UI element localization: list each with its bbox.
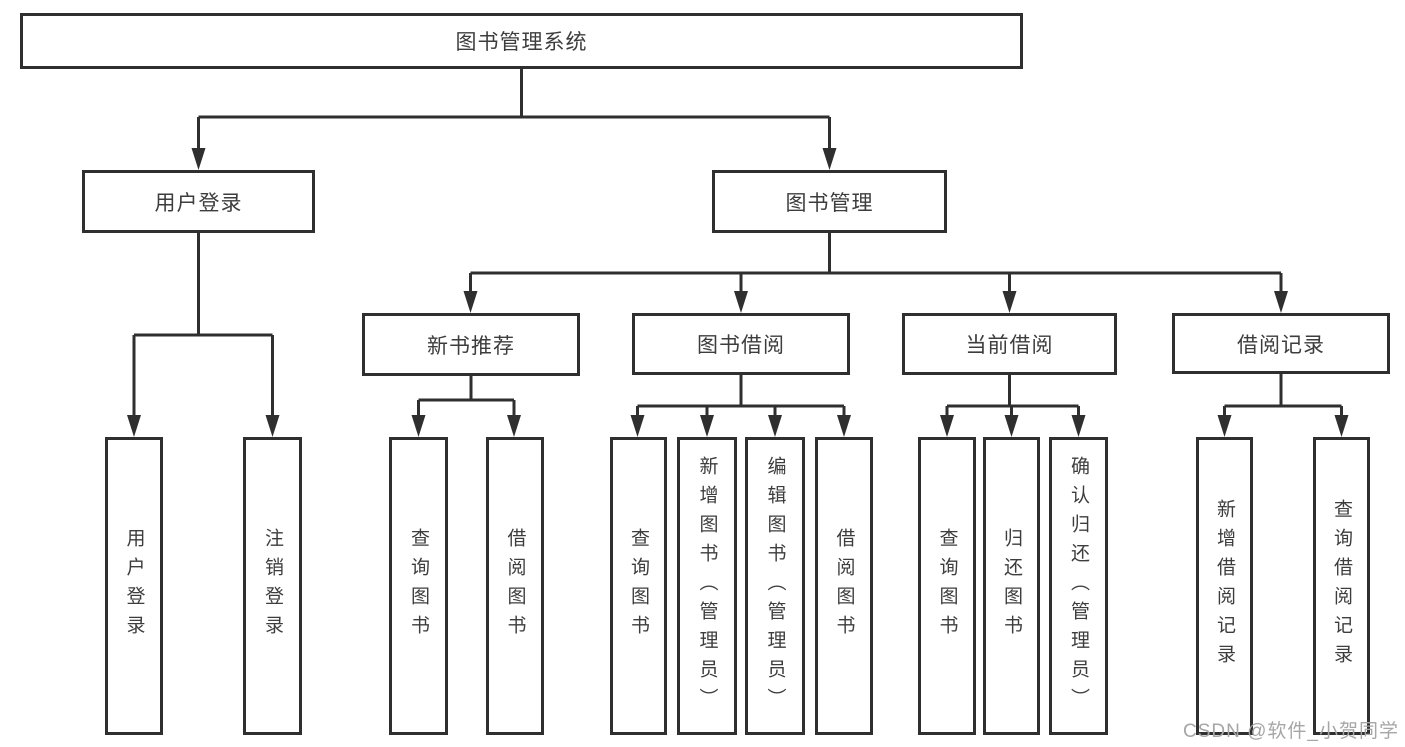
node-root: 图书管理系统 — [20, 13, 1023, 69]
leaf-current-query-book-label: 查询图书 — [936, 528, 958, 644]
leaf-add-book-admin-label: 新增图书（管理员） — [696, 455, 718, 717]
leaf-return-book: 归还图书 — [983, 437, 1040, 735]
leaf-current-query-book: 查询图书 — [918, 437, 976, 735]
leaf-borrow-book: 借阅图书 — [815, 437, 873, 735]
leaf-logout: 注销登录 — [243, 437, 302, 735]
leaf-add-borrow-record: 新增借阅记录 — [1196, 437, 1253, 735]
node-book-management-label: 图书管理 — [785, 191, 874, 215]
csdn-watermark: CSDN @软件_小贺同学 — [1183, 721, 1399, 742]
leaf-add-book-admin: 新增图书（管理员） — [677, 437, 737, 735]
node-current-borrow: 当前借阅 — [902, 313, 1117, 375]
leaf-borrow-query-book: 查询图书 — [610, 437, 667, 735]
leaf-borrow-book-label: 借阅图书 — [833, 528, 855, 644]
leaf-query-borrow-record-label: 查询借阅记录 — [1331, 499, 1352, 673]
node-current-borrow-label: 当前借阅 — [965, 334, 1054, 357]
node-borrow-records: 借阅记录 — [1172, 313, 1390, 374]
node-book-borrow-label: 图书借阅 — [697, 334, 785, 357]
node-user-login-label: 用户登录 — [154, 191, 243, 215]
leaf-recommend-query-book: 查询图书 — [389, 437, 448, 735]
leaf-recommend-borrow-book-label: 借阅图书 — [504, 528, 526, 644]
leaf-edit-book-admin-label: 编辑图书（管理员） — [764, 455, 786, 717]
node-new-book-recommend-label: 新书推荐 — [427, 334, 515, 358]
node-user-login: 用户登录 — [82, 170, 315, 233]
node-book-borrow: 图书借阅 — [632, 313, 850, 375]
leaf-query-borrow-record: 查询借阅记录 — [1313, 437, 1370, 735]
leaf-user-login: 用户登录 — [105, 437, 163, 735]
leaf-confirm-return-admin-label: 确认归还（管理员） — [1068, 455, 1089, 717]
leaf-recommend-query-book-label: 查询图书 — [408, 528, 429, 644]
leaf-edit-book-admin: 编辑图书（管理员） — [745, 437, 805, 735]
leaf-borrow-query-book-label: 查询图书 — [628, 528, 649, 644]
node-root-label: 图书管理系统 — [455, 31, 588, 54]
leaf-add-borrow-record-label: 新增借阅记录 — [1214, 499, 1235, 673]
node-borrow-records-label: 借阅记录 — [1237, 333, 1325, 357]
node-new-book-recommend: 新书推荐 — [362, 313, 580, 376]
leaf-user-login-label: 用户登录 — [123, 528, 145, 644]
leaf-return-book-label: 归还图书 — [1001, 528, 1022, 644]
leaf-recommend-borrow-book: 借阅图书 — [486, 437, 544, 735]
node-book-management: 图书管理 — [712, 170, 947, 233]
leaf-confirm-return-admin: 确认归还（管理员） — [1049, 437, 1108, 735]
leaf-logout-label: 注销登录 — [262, 528, 283, 644]
